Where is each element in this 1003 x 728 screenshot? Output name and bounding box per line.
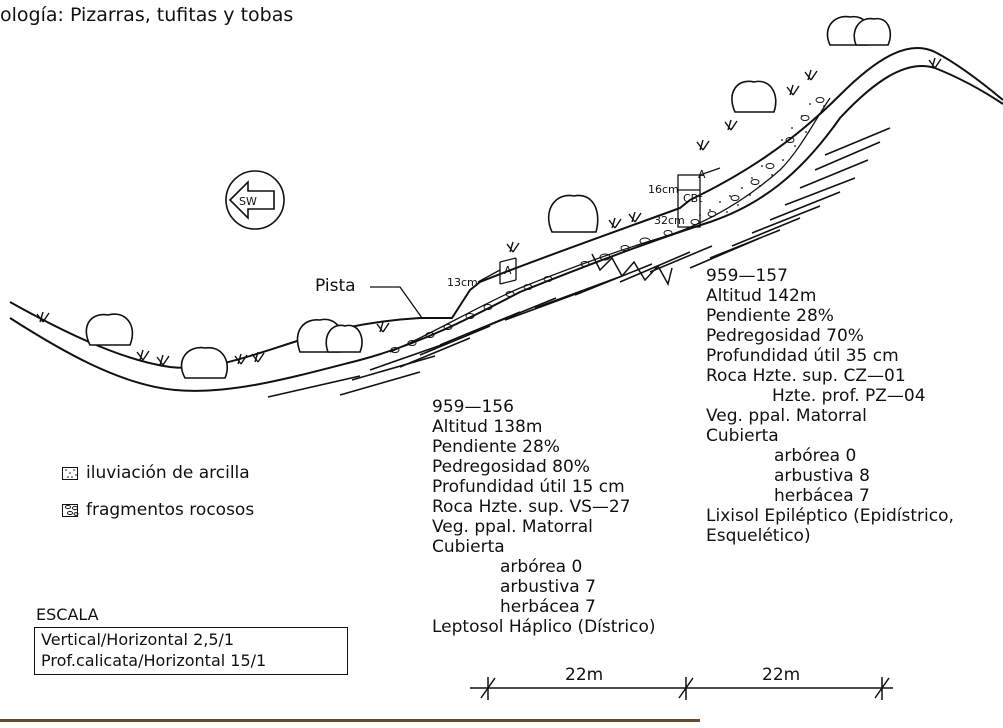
profile-157-line: Profundidad útil 35 cm (706, 346, 899, 366)
rock-fragments (390, 97, 825, 353)
depth-label-32: 32cm (654, 214, 685, 227)
profile-156-line: arbustiva 7 (500, 577, 596, 597)
distance-label: 22m (762, 665, 801, 685)
bedrock-strata (267, 127, 891, 398)
profile-156-line: Cubierta (432, 537, 505, 557)
scale-line: Prof.calicata/Horizontal 15/1 (41, 651, 267, 670)
zigzag-outcrop (591, 253, 673, 287)
ground-base-line (9, 64, 1003, 392)
clay-illuviation-dots (699, 103, 825, 221)
depth-label-16: 16cm (648, 183, 679, 196)
legend-label: fragmentos rocosos (86, 500, 255, 520)
legend-pattern-dots (65, 469, 77, 478)
profile-156-line: 959—156 (432, 397, 514, 417)
profile-157-line: Altitud 142m (706, 286, 817, 306)
profile-157-line: Hzte. prof. PZ—04 (772, 386, 926, 406)
profile-156-line: arbórea 0 (500, 557, 583, 577)
profile-157-line: herbácea 7 (774, 486, 870, 506)
profile-157-line: arbustiva 8 (774, 466, 870, 486)
shrubs (85, 15, 892, 379)
soil-horizon-band (389, 97, 831, 353)
scale-line: Vertical/Horizontal 2,5/1 (41, 630, 235, 649)
scale-title: ESCALA (36, 605, 99, 624)
distance-label: 22m (565, 665, 604, 685)
road-label: Pista (315, 276, 356, 296)
compass-label: SW (239, 195, 257, 208)
profile-157-line: Lixisol Epiléptico (Epidístrico, (706, 506, 954, 526)
legend-label: iluviación de arcilla (86, 463, 250, 483)
profile-156-line: Pedregosidad 80% (432, 457, 590, 477)
legend-swatch-dots (62, 467, 78, 480)
compass-arrow-icon (225, 170, 285, 230)
depth-label-13: 13cm (447, 276, 478, 289)
soil-pit-156 (477, 257, 517, 285)
legend-swatch-rocks (62, 504, 78, 517)
horizon-a-label: A (504, 264, 512, 277)
profile-156-line: Pendiente 28% (432, 437, 560, 457)
road-leader-line (370, 286, 423, 319)
profile-156-line: Profundidad útil 15 cm (432, 477, 625, 497)
ground-surface-line (9, 47, 1003, 369)
profile-157-line: arbórea 0 (774, 446, 857, 466)
footer-rule (0, 719, 700, 722)
profile-157-line: Pedregosidad 70% (706, 326, 864, 346)
profile-157-line: Roca Hzte. sup. CZ—01 (706, 366, 906, 386)
horizon-cbt-label: CBt (683, 192, 703, 205)
profile-157-line: 959—157 (706, 266, 788, 286)
grass-tufts (36, 57, 942, 366)
profile-157-line: Pendiente 28% (706, 306, 834, 326)
profile-157-line: Esquelético) (706, 526, 811, 546)
diagram-title: ología: Pizarras, tufitas y tobas (0, 4, 294, 26)
profile-156-line: Roca Hzte. sup. VS—27 (432, 497, 631, 517)
scale-box: Vertical/Horizontal 2,5/1 Prof.calicata/… (34, 627, 348, 675)
distance-dimension (470, 677, 893, 700)
soil-pit-157 (677, 167, 721, 228)
profile-156-line: Altitud 138m (432, 417, 543, 437)
profile-157-line: Veg. ppal. Matorral (706, 406, 867, 426)
profile-156-line: Veg. ppal. Matorral (432, 517, 593, 537)
profile-156-line: Leptosol Háplico (Dístrico) (432, 617, 656, 637)
horizon-a-label-2: A (698, 168, 706, 181)
profile-156-line: herbácea 7 (500, 597, 596, 617)
profile-157-line: Cubierta (706, 426, 779, 446)
